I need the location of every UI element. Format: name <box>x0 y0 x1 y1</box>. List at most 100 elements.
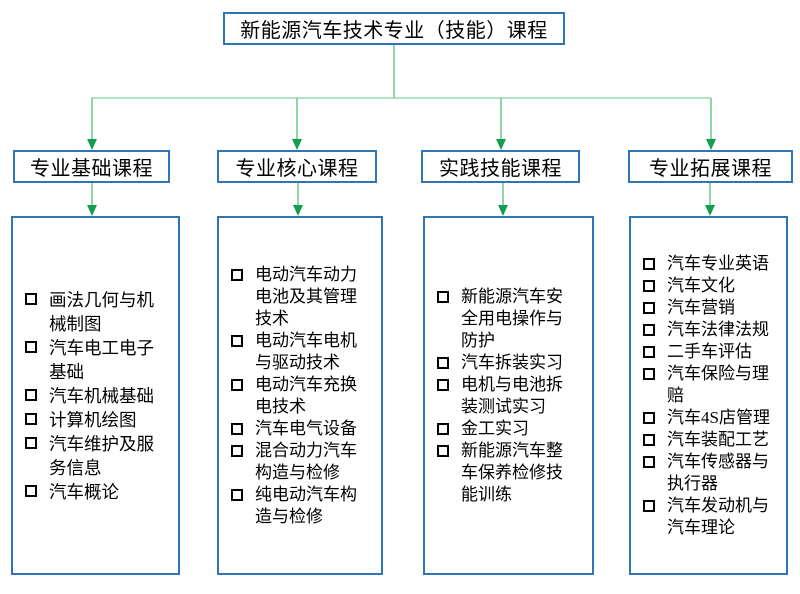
branch-header-core-courses: 专业核心课程 <box>217 150 377 183</box>
branch-header-practical-courses: 实践技能课程 <box>421 150 580 183</box>
course-item: 汽车电工电子基础 <box>25 336 174 384</box>
course-label: 电动汽车充换电技术 <box>255 374 357 416</box>
diagram-title-label: 新能源汽车技术专业（技能）课程 <box>240 20 548 42</box>
course-item: 汽车电气设备 <box>231 418 377 440</box>
square-bullet-icon <box>643 455 655 468</box>
square-bullet-icon <box>643 367 655 380</box>
arrow-down-icon <box>87 139 97 150</box>
course-item: 汽车机械基础 <box>25 384 174 408</box>
course-label: 汽车4S店管理 <box>667 407 770 427</box>
course-item: 汽车拆装实习 <box>437 352 588 374</box>
course-item: 混合动力汽车构造与检修 <box>231 440 377 484</box>
course-label: 汽车专业英语 <box>667 253 769 273</box>
course-item: 新能源汽车整车保养检修技能训练 <box>437 440 588 506</box>
square-bullet-icon <box>437 378 449 391</box>
course-item: 画法几何与机械制图 <box>25 288 174 336</box>
diagram-title: 新能源汽车技术专业（技能）课程 <box>223 12 565 45</box>
course-label: 纯电动汽车构造与检修 <box>255 484 357 526</box>
branch-header-extension-courses: 专业拓展课程 <box>628 150 793 183</box>
square-bullet-icon <box>643 345 655 358</box>
course-item: 汽车概论 <box>25 480 174 504</box>
square-bullet-icon <box>643 323 655 336</box>
course-list-practical: 新能源汽车安全用电操作与防护 汽车拆装实习 电机与电池拆装测试实习 金工实习 新… <box>423 216 594 575</box>
course-label: 汽车法律法规 <box>667 319 769 339</box>
square-bullet-icon <box>25 436 37 449</box>
course-label: 汽车装配工艺 <box>667 429 769 449</box>
course-label: 汽车电气设备 <box>255 418 357 438</box>
arrow-down-icon <box>87 205 97 216</box>
square-bullet-icon <box>231 268 243 281</box>
course-list-core: 电动汽车动力电池及其管理技术 电动汽车电机与驱动技术 电动汽车充换电技术 汽车电… <box>217 216 383 575</box>
course-label: 汽车发动机与汽车理论 <box>667 495 769 537</box>
square-bullet-icon <box>231 334 243 347</box>
square-bullet-icon <box>643 433 655 446</box>
course-list: 电动汽车动力电池及其管理技术 电动汽车电机与驱动技术 电动汽车充换电技术 汽车电… <box>219 264 381 528</box>
course-item: 二手车评估 <box>643 341 782 363</box>
course-label: 汽车传感器与执行器 <box>667 451 769 493</box>
square-bullet-icon <box>25 340 37 353</box>
course-label: 新能源汽车整车保养检修技能训练 <box>461 440 563 504</box>
course-label: 汽车保险与理赔 <box>667 363 769 405</box>
course-item: 汽车发动机与汽车理论 <box>643 495 782 539</box>
course-label: 汽车维护及服务信息 <box>49 433 154 478</box>
course-label: 电动汽车电机与驱动技术 <box>255 330 357 372</box>
square-bullet-icon <box>25 292 37 305</box>
square-bullet-icon <box>643 411 655 424</box>
course-list: 画法几何与机械制图 汽车电工电子基础 汽车机械基础 计算机绘图 汽车维护及服务信… <box>13 288 178 504</box>
square-bullet-icon <box>437 444 449 457</box>
course-item: 汽车文化 <box>643 275 782 297</box>
course-item: 汽车专业英语 <box>643 253 782 275</box>
course-list-basic: 画法几何与机械制图 汽车电工电子基础 汽车机械基础 计算机绘图 汽车维护及服务信… <box>11 216 180 575</box>
course-item: 汽车装配工艺 <box>643 429 782 451</box>
square-bullet-icon <box>437 290 449 303</box>
course-label: 汽车营销 <box>667 297 735 317</box>
arrow-down-icon <box>496 139 506 150</box>
arrow-down-icon <box>498 205 508 216</box>
course-item: 电机与电池拆装测试实习 <box>437 374 588 418</box>
square-bullet-icon <box>231 488 243 501</box>
square-bullet-icon <box>437 422 449 435</box>
arrow-down-icon <box>292 139 302 150</box>
course-item: 汽车保险与理赔 <box>643 363 782 407</box>
course-item: 汽车4S店管理 <box>643 407 782 429</box>
square-bullet-icon <box>643 279 655 292</box>
square-bullet-icon <box>25 412 37 425</box>
arrow-down-icon <box>706 139 716 150</box>
square-bullet-icon <box>643 257 655 270</box>
square-bullet-icon <box>25 484 37 497</box>
square-bullet-icon <box>25 388 37 401</box>
course-item: 电动汽车动力电池及其管理技术 <box>231 264 377 330</box>
square-bullet-icon <box>643 301 655 314</box>
square-bullet-icon <box>231 422 243 435</box>
course-label: 金工实习 <box>461 418 529 438</box>
course-list: 汽车专业英语 汽车文化 汽车营销 汽车法律法规 二手车评估 汽车保险与理赔 汽车… <box>631 253 786 539</box>
course-label: 电动汽车动力电池及其管理技术 <box>255 264 357 328</box>
course-label: 二手车评估 <box>667 341 752 361</box>
course-item: 金工实习 <box>437 418 588 440</box>
course-label: 汽车文化 <box>667 275 735 295</box>
course-item: 纯电动汽车构造与检修 <box>231 484 377 528</box>
course-item: 汽车维护及服务信息 <box>25 432 174 480</box>
branch-header-label: 专业基础课程 <box>30 158 153 180</box>
course-label: 新能源汽车安全用电操作与防护 <box>461 286 563 350</box>
course-label: 计算机绘图 <box>49 409 137 430</box>
branch-header-label: 专业拓展课程 <box>649 158 772 180</box>
course-label: 汽车机械基础 <box>49 385 154 406</box>
course-item: 汽车传感器与执行器 <box>643 451 782 495</box>
course-item: 新能源汽车安全用电操作与防护 <box>437 286 588 352</box>
course-item: 电动汽车充换电技术 <box>231 374 377 418</box>
course-label: 混合动力汽车构造与检修 <box>255 440 357 482</box>
square-bullet-icon <box>231 378 243 391</box>
course-label: 汽车拆装实习 <box>461 352 563 372</box>
arrow-down-icon <box>293 205 303 216</box>
course-list-extension: 汽车专业英语 汽车文化 汽车营销 汽车法律法规 二手车评估 汽车保险与理赔 汽车… <box>629 216 788 575</box>
course-list: 新能源汽车安全用电操作与防护 汽车拆装实习 电机与电池拆装测试实习 金工实习 新… <box>425 286 592 506</box>
course-label: 汽车概论 <box>49 481 119 502</box>
arrow-down-icon <box>705 205 715 216</box>
branch-header-basic-courses: 专业基础课程 <box>13 150 170 183</box>
branch-header-label: 实践技能课程 <box>439 158 562 180</box>
square-bullet-icon <box>643 499 655 512</box>
course-label: 电机与电池拆装测试实习 <box>461 374 563 416</box>
course-label: 画法几何与机械制图 <box>49 289 154 334</box>
